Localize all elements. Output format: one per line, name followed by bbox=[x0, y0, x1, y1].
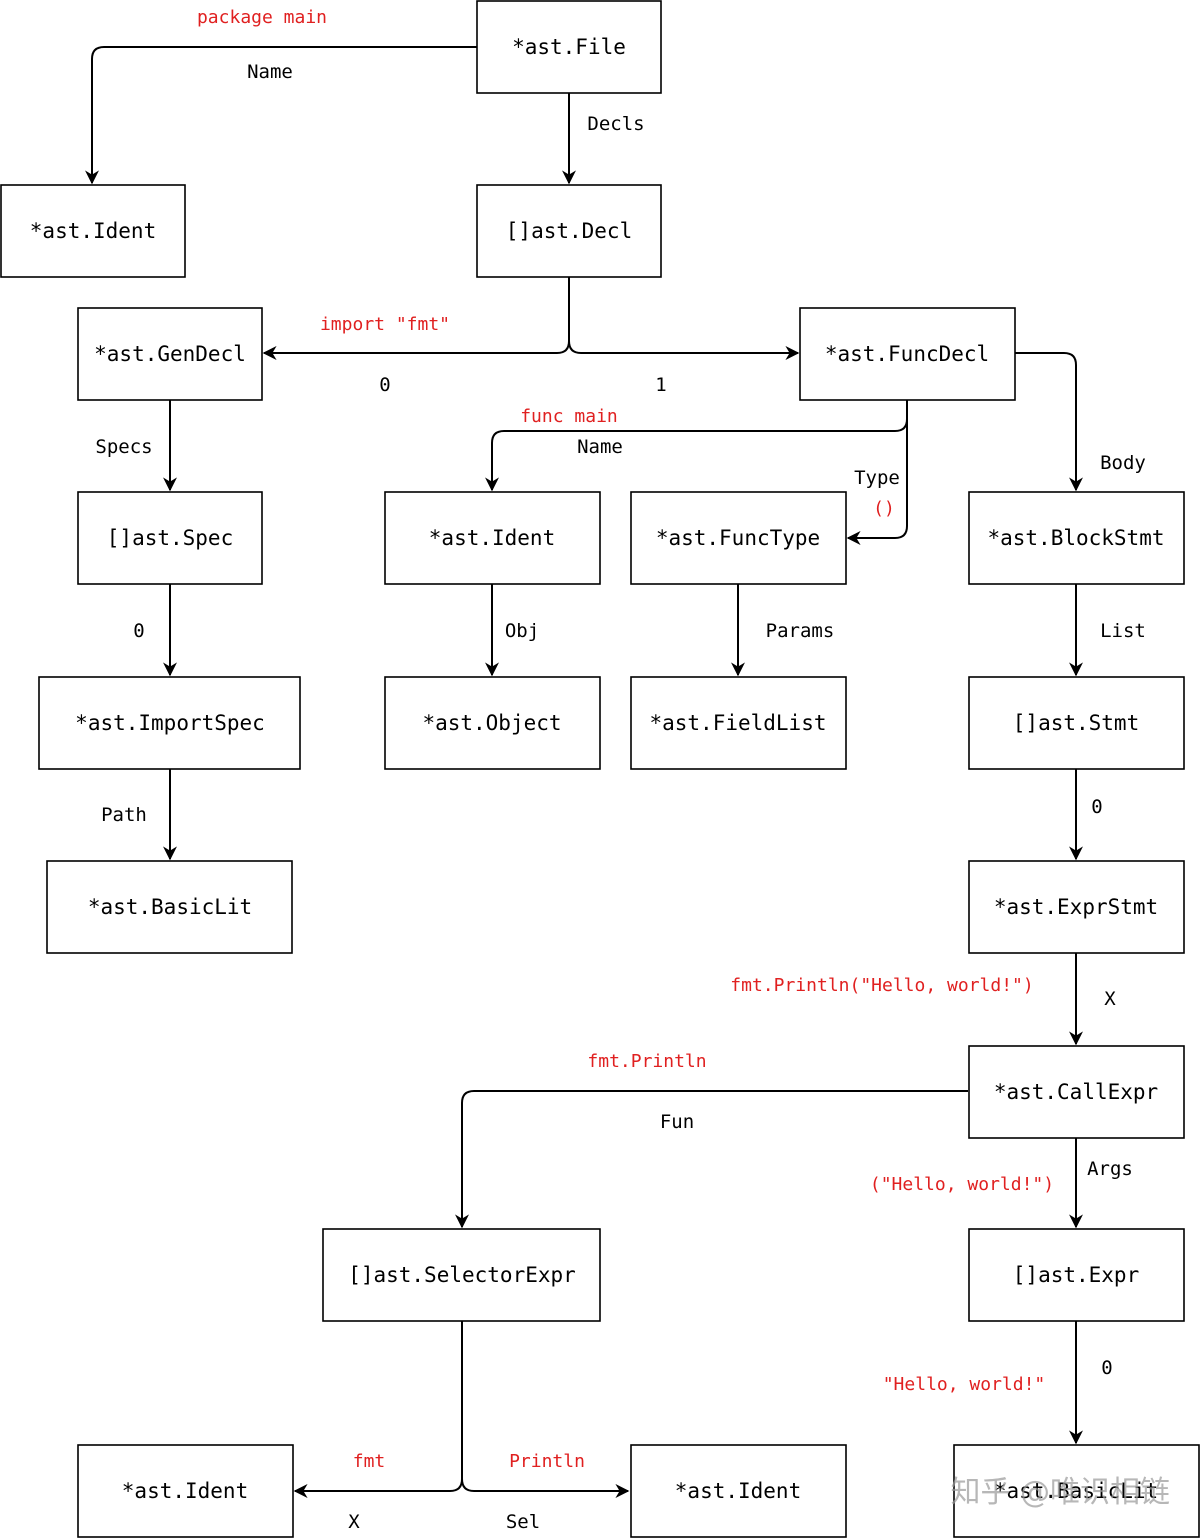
node-label: []ast.Expr bbox=[1013, 1263, 1139, 1287]
edge-labels: Name Decls 0 1 Specs Name Type Body 0 Ob… bbox=[95, 61, 1145, 1533]
edge-label-sel: Sel bbox=[506, 1511, 540, 1533]
node-label: *ast.Ident bbox=[122, 1479, 248, 1503]
edge-label-fun: Fun bbox=[660, 1111, 694, 1133]
node-label: *ast.BasicLit bbox=[994, 1479, 1158, 1503]
edge-label-spec-0: 0 bbox=[133, 620, 144, 642]
edge-selector-sel bbox=[461, 1478, 630, 1498]
edge-label-func-name: Name bbox=[577, 436, 623, 458]
node-fieldlist: *ast.FieldList bbox=[630, 676, 847, 770]
node-functype: *ast.FuncType bbox=[630, 491, 847, 585]
node-x-ident: *ast.Ident bbox=[77, 1444, 294, 1538]
edge-label-body: Body bbox=[1100, 452, 1146, 474]
node-label: *ast.FieldList bbox=[649, 711, 826, 735]
note-fmt-println: fmt.Println bbox=[587, 1051, 706, 1072]
node-ast-file: *ast.File bbox=[476, 0, 662, 94]
node-label: *ast.Object bbox=[422, 711, 561, 735]
node-label: *ast.Ident bbox=[429, 526, 555, 550]
node-label: *ast.BasicLit bbox=[88, 895, 252, 919]
note-fmt: fmt bbox=[353, 1451, 386, 1472]
edge-label-decl-0: 0 bbox=[379, 374, 390, 396]
note-parens: () bbox=[873, 498, 895, 519]
node-specs: []ast.Spec bbox=[77, 491, 263, 585]
edge-label-decl-1: 1 bbox=[655, 374, 666, 396]
node-basiclit: *ast.BasicLit bbox=[46, 860, 293, 954]
node-arg-basiclit: *ast.BasicLit bbox=[953, 1444, 1200, 1538]
watermark: 知乎 @唯识相链 bbox=[950, 1475, 1170, 1510]
note-call: fmt.Println("Hello, world!") bbox=[730, 975, 1033, 996]
node-label: []ast.Spec bbox=[107, 526, 233, 550]
edge-label-args: Args bbox=[1087, 1158, 1133, 1180]
edge-label-sel-x: X bbox=[348, 1511, 360, 1533]
edge-label-name: Name bbox=[247, 61, 293, 83]
edge-label-path: Path bbox=[101, 804, 147, 826]
edge-label-stmt-0: 0 bbox=[1091, 796, 1102, 818]
node-importspec: *ast.ImportSpec bbox=[38, 676, 301, 770]
edge-label-decls: Decls bbox=[587, 113, 644, 135]
node-label: *ast.CallExpr bbox=[994, 1080, 1158, 1104]
node-label: *ast.ExprStmt bbox=[994, 895, 1158, 919]
edge-label-specs: Specs bbox=[95, 436, 152, 458]
node-object: *ast.Object bbox=[384, 676, 601, 770]
node-decls: []ast.Decl bbox=[476, 184, 662, 278]
node-label: *ast.ImportSpec bbox=[75, 711, 265, 735]
node-selectorexpr: []ast.SelectorExpr bbox=[322, 1228, 601, 1322]
note-println: Println bbox=[509, 1451, 585, 1472]
note-import-fmt: import "fmt" bbox=[320, 314, 450, 335]
edge-label-params: Params bbox=[766, 620, 835, 642]
edge-callexpr-selector bbox=[455, 1090, 968, 1229]
node-sel-ident: *ast.Ident bbox=[630, 1444, 847, 1538]
edge-funcdecl-functype bbox=[846, 419, 908, 545]
node-funcdecl: *ast.FuncDecl bbox=[799, 307, 1016, 401]
edge-label-x: X bbox=[1104, 988, 1116, 1010]
node-stmts: []ast.Stmt bbox=[968, 676, 1185, 770]
node-label: *ast.Ident bbox=[675, 1479, 801, 1503]
note-package-main: package main bbox=[197, 7, 327, 28]
node-label: *ast.FuncDecl bbox=[825, 342, 989, 366]
node-blockstmt: *ast.BlockStmt bbox=[968, 491, 1185, 585]
edge-label-expr-0: 0 bbox=[1101, 1357, 1112, 1379]
edge-funcdecl-body bbox=[1015, 352, 1083, 492]
node-name-ident: *ast.Ident bbox=[0, 184, 186, 278]
node-label: *ast.FuncType bbox=[656, 526, 820, 550]
edge-label-obj: Obj bbox=[505, 620, 539, 642]
node-func-ident: *ast.Ident bbox=[384, 491, 601, 585]
node-callexpr: *ast.CallExpr bbox=[968, 1045, 1185, 1139]
node-label: []ast.Decl bbox=[506, 219, 632, 243]
edges bbox=[85, 46, 1083, 1498]
node-exprs: []ast.Expr bbox=[968, 1228, 1185, 1322]
node-label: *ast.BlockStmt bbox=[987, 526, 1164, 550]
edge-label-type: Type bbox=[854, 467, 900, 489]
node-exprstmt: *ast.ExprStmt bbox=[968, 860, 1185, 954]
node-label: []ast.SelectorExpr bbox=[348, 1263, 576, 1287]
source-annotations: package main import "fmt" func main () f… bbox=[197, 7, 1054, 1472]
note-args: ("Hello, world!") bbox=[870, 1174, 1054, 1195]
node-gendecl: *ast.GenDecl bbox=[77, 307, 263, 401]
node-label: *ast.File bbox=[512, 35, 626, 59]
edge-decls-funcdecl bbox=[568, 340, 800, 360]
node-label: *ast.GenDecl bbox=[94, 342, 246, 366]
edge-label-list: List bbox=[1100, 620, 1146, 642]
note-func-main: func main bbox=[520, 406, 618, 427]
node-label: []ast.Stmt bbox=[1013, 711, 1139, 735]
node-label: *ast.Ident bbox=[30, 219, 156, 243]
edge-file-name bbox=[85, 46, 477, 185]
note-hello-world: "Hello, world!" bbox=[883, 1374, 1046, 1395]
